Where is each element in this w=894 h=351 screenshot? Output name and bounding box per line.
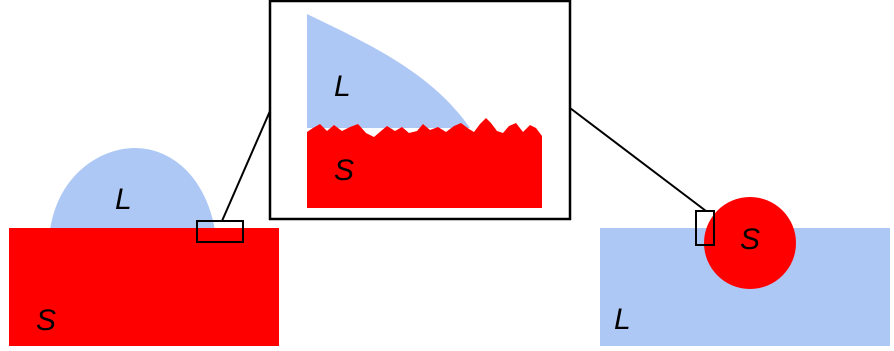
particle-zoom-box	[695, 210, 715, 246]
right-solid-label: S	[740, 223, 760, 256]
inset-liquid-wedge	[307, 14, 470, 128]
inset-solid-label: S	[334, 154, 354, 187]
zoom-connector-left	[221, 110, 271, 222]
magnified-inset: L S	[268, 0, 572, 221]
inset-rough-solid	[307, 118, 542, 208]
right-panel-particle-in-liquid: S L	[600, 197, 890, 346]
contact-line-zoom-box	[196, 220, 244, 243]
solid-substrate	[9, 228, 279, 346]
inset-liquid-label: L	[334, 70, 351, 103]
left-solid-label: S	[36, 304, 56, 337]
liquid-droplet	[50, 148, 215, 230]
zoom-connector-right	[569, 107, 707, 212]
right-liquid-label: L	[614, 303, 631, 336]
solid-particle	[704, 197, 796, 289]
left-panel-droplet-on-solid: L S	[9, 148, 279, 346]
left-liquid-label: L	[115, 183, 132, 216]
